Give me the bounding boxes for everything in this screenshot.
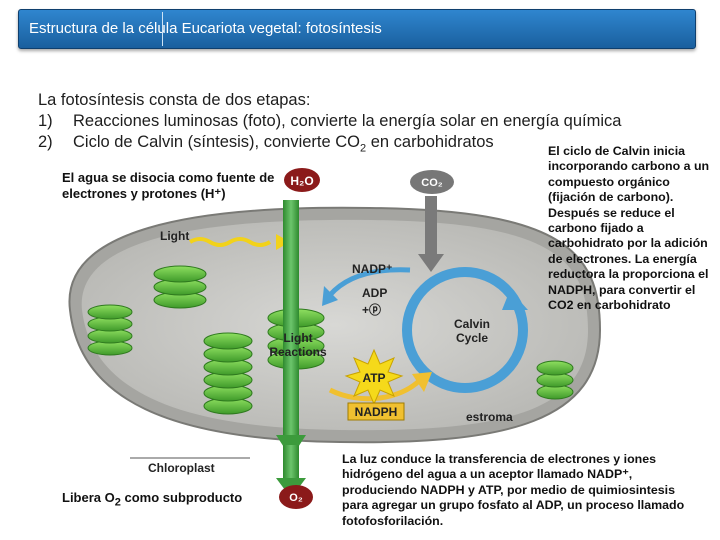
chloroplast-stroma [81,219,588,431]
calvin-cycle-ring [402,267,528,393]
thylakoid-stack-bottom-left [203,332,253,415]
step-1-text: Reacciones luminosas (foto), convierte l… [73,112,622,130]
phosphate-label: +ⓟ [362,302,381,317]
nadph-label: NADPH [355,405,398,419]
nadp-return-arrow [328,267,411,297]
adp-label: ADP [362,286,387,300]
atp-forward-arrowhead [412,372,432,392]
calvin-cycle-label-2: Cycle [456,331,488,345]
chloroplast-label: Chloroplast [148,461,215,475]
step-2-number: 2) [38,133,53,151]
slide-title: Estructura de la célula Eucariota vegeta… [29,20,382,37]
oxygen-annotation-start: Libera O [62,490,115,505]
calvin-annotation: El ciclo de Calvin inicia incorporando c… [548,144,710,313]
thylakoid-stack-left [87,304,133,356]
light-arrow [188,237,272,247]
calvin-cycle-arrowhead [502,290,528,310]
title-divider [162,12,163,46]
step-2-text-end: en carbohidratos [366,133,494,151]
light-label: Light [160,229,189,243]
h2o-badge [284,168,320,192]
step-1-number: 1) [38,112,53,130]
oxygen-annotation: Libera O2 como subproducto [62,490,242,511]
oxygen-annotation-subscript: 2 [114,496,121,509]
co2-badge [410,170,454,194]
co2-arrowhead [418,254,444,272]
h2o-label: H₂O [290,174,313,188]
water-annotation: El agua se disocia como fuente de electr… [62,170,275,201]
light-annotation: La luz conduce la transferencia de elect… [342,452,685,528]
intro-step-2: 2) Ciclo de Calvin (síntesis), convierte … [38,132,621,159]
stroma-label: estroma [466,410,513,424]
intro-step-1: 1) Reacciones luminosas (foto), convierte… [38,111,621,132]
calvin-cycle-label-1: Calvin [454,317,490,331]
thylakoid-stack-right [536,360,574,400]
title-bar: Estructura de la célula Eucariota vegeta… [18,9,696,49]
o2-badge [279,485,313,509]
chloroplast-diagram: H₂O O₂ CO₂ ATP NADPH Light NADP⁺ ADP +ⓟ … [68,168,602,509]
intro-text: La fotosíntesis consta de dos etapas: 1)… [38,90,621,159]
oxygen-arrow [283,445,299,480]
nadp-label: NADP⁺ [352,262,392,276]
step-2-text-start: Ciclo de Calvin (síntesis), convierte CO [73,133,361,151]
oxygen-annotation-end: como subproducto [120,490,243,505]
o2-label: O₂ [289,492,303,504]
intro-lead: La fotosíntesis consta de dos etapas: [38,91,311,109]
light-reactions-label-2: Reactions [269,345,327,359]
water-arrow [283,200,299,435]
nadph-box [347,402,405,421]
light-reactions-label-1: Light [283,331,312,345]
step-2-subscript: 2 [360,142,367,155]
nadp-return-arrowhead [322,286,338,306]
atp-forward-arrow [328,378,422,402]
atp-label: ATP [362,371,385,385]
thylakoid-stack-mid-left [153,265,207,309]
co2-arrow [425,196,437,256]
co2-label: CO₂ [421,177,443,189]
